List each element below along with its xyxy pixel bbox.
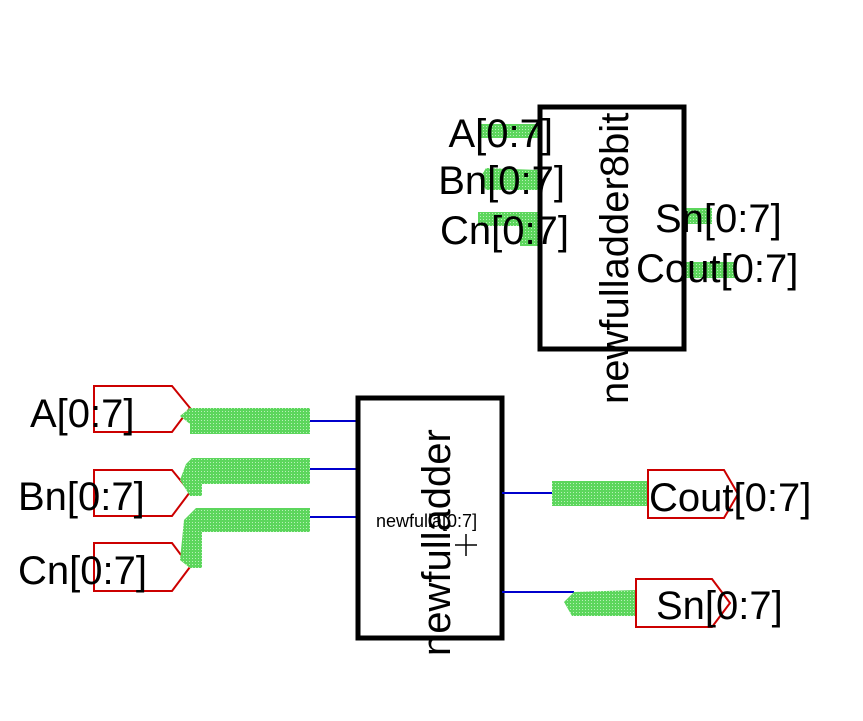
port-outline-sn[interactable] bbox=[635, 578, 732, 628]
symbol-input-bn[interactable]: Bn[0:7] bbox=[438, 159, 565, 203]
symbol-box[interactable] bbox=[537, 104, 687, 352]
port-outline-cn[interactable] bbox=[93, 542, 192, 592]
symbol-bus-cout bbox=[684, 262, 736, 278]
bus-cout[interactable] bbox=[552, 481, 648, 506]
symbol-input-cn[interactable]: Cn[0:7] bbox=[440, 209, 569, 253]
bus-sn[interactable] bbox=[564, 590, 636, 616]
port-label-sn[interactable]: Sn[0:7] bbox=[656, 584, 783, 628]
symbol-bus-bn bbox=[480, 168, 540, 190]
port-outline-bn[interactable] bbox=[93, 469, 192, 517]
block-name: newfulladder bbox=[415, 429, 459, 656]
instance-label[interactable]: newfulla[0:7] bbox=[376, 511, 477, 531]
schematic-view: newfulladder newfulla[0:7] A[0:7] Bn[0:7… bbox=[18, 385, 811, 656]
symbol-bus-a bbox=[478, 124, 540, 138]
bus-bn[interactable] bbox=[180, 458, 310, 496]
symbol-input-a[interactable]: A[0:7] bbox=[448, 112, 553, 156]
symbol-bus-sn bbox=[684, 208, 712, 224]
port-label-cn[interactable]: Cn[0:7] bbox=[18, 549, 147, 593]
port-label-cout[interactable]: Cout[0:7] bbox=[649, 476, 811, 520]
port-outline-cout[interactable] bbox=[647, 469, 740, 519]
symbol-bus-cn bbox=[478, 212, 540, 246]
symbol-name: newfulladder8bit bbox=[593, 113, 637, 404]
symbol-output-sn[interactable]: Sn[0:7] bbox=[655, 197, 782, 241]
newfulladder-block[interactable] bbox=[355, 395, 505, 641]
bus-a[interactable] bbox=[180, 408, 310, 434]
port-label-bn[interactable]: Bn[0:7] bbox=[18, 475, 145, 519]
bus-cn[interactable] bbox=[180, 508, 310, 568]
port-label-a[interactable]: A[0:7] bbox=[30, 392, 135, 436]
symbol-output-cout[interactable]: Cout[0:7] bbox=[636, 247, 798, 291]
port-outline-a[interactable] bbox=[93, 385, 192, 433]
origin-crosshair-icon bbox=[455, 534, 477, 556]
symbol-view: newfulladder8bit A[0:7] Bn[0:7] Cn[0:7] … bbox=[438, 104, 798, 404]
